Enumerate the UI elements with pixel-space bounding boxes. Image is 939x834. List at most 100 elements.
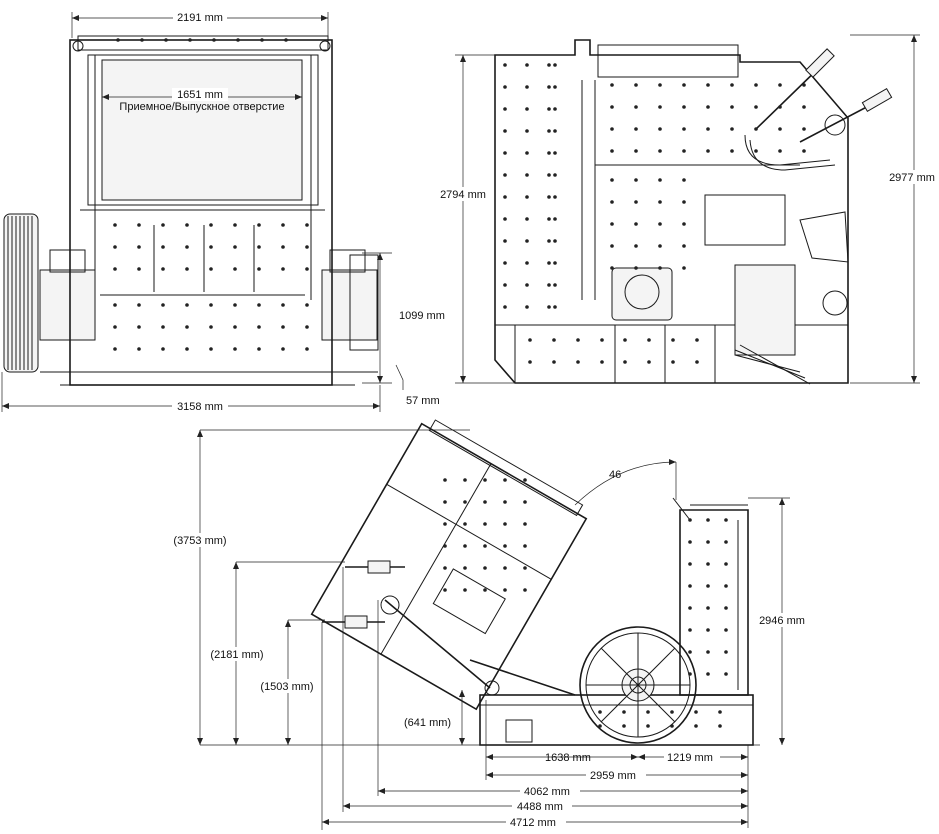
bolt: [634, 266, 638, 270]
dim-angle: 46: [609, 469, 621, 481]
bolt: [525, 107, 529, 111]
bolt: [754, 127, 758, 131]
bolt: [483, 500, 487, 504]
bolt: [576, 338, 580, 342]
bolt: [503, 588, 507, 592]
bolt: [610, 222, 614, 226]
bolt: [778, 83, 782, 87]
bolt: [443, 544, 447, 548]
bolt: [598, 724, 602, 728]
bolt: [257, 303, 261, 307]
bolt: [688, 518, 692, 522]
bolt: [161, 245, 165, 249]
bolt: [443, 500, 447, 504]
bolt: [553, 239, 557, 243]
bolt: [209, 303, 213, 307]
bolt: [185, 267, 189, 271]
side-bolt-pattern: [503, 63, 806, 364]
bolt: [463, 500, 467, 504]
bolt: [185, 347, 189, 351]
bolt: [257, 347, 261, 351]
bolt: [257, 267, 261, 271]
bolt: [525, 63, 529, 67]
bolt: [682, 83, 686, 87]
bolt: [688, 606, 692, 610]
bolt: [802, 127, 806, 131]
bolt: [503, 544, 507, 548]
bolt: [671, 360, 675, 364]
bolt: [610, 149, 614, 153]
bolt: [730, 149, 734, 153]
dim-4712: 4712 mm: [510, 817, 556, 829]
bolt: [688, 650, 692, 654]
bolt: [233, 303, 237, 307]
bolt: [483, 522, 487, 526]
bolt: [724, 540, 728, 544]
dim-4488: 4488 mm: [517, 801, 563, 813]
bolt: [113, 325, 117, 329]
bolt: [503, 478, 507, 482]
bolt: [730, 83, 734, 87]
bolt: [778, 149, 782, 153]
bolt: [233, 347, 237, 351]
bolt: [137, 325, 141, 329]
bolt: [553, 85, 557, 89]
bolt: [137, 267, 141, 271]
bolt: [706, 650, 710, 654]
bolt: [682, 105, 686, 109]
front-bolt-pattern: [113, 38, 309, 351]
bolt: [528, 360, 532, 364]
hydraulic-unit: [734, 264, 796, 356]
bolt: [658, 244, 662, 248]
bolt: [688, 584, 692, 588]
bolt: [523, 588, 527, 592]
bolt: [682, 200, 686, 204]
bolt: [724, 606, 728, 610]
dim-2181: (2181 mm): [210, 649, 263, 661]
bolt: [553, 63, 557, 67]
bolt: [553, 129, 557, 133]
bolt: [553, 217, 557, 221]
bolt: [706, 518, 710, 522]
bolt: [164, 38, 168, 42]
bolt: [718, 724, 722, 728]
bolt: [682, 127, 686, 131]
bolt: [688, 562, 692, 566]
dim-1219: 1219 mm: [667, 752, 713, 764]
bolt: [610, 266, 614, 270]
bolt: [281, 303, 285, 307]
bolt: [658, 178, 662, 182]
bolt: [688, 628, 692, 632]
dim-3158: 3158 mm: [177, 401, 223, 413]
bolt: [503, 283, 507, 287]
bolt: [443, 566, 447, 570]
bolt: [670, 724, 674, 728]
bolt: [503, 173, 507, 177]
bolt: [622, 724, 626, 728]
bolt: [688, 540, 692, 544]
bolt: [305, 223, 309, 227]
bolt: [209, 347, 213, 351]
bolt: [443, 588, 447, 592]
bolt: [576, 360, 580, 364]
bolt: [503, 239, 507, 243]
bolt: [724, 628, 728, 632]
opening-label: Приемное/Выпускное отверстие: [119, 101, 284, 113]
bolt: [463, 544, 467, 548]
bolt: [724, 518, 728, 522]
bolt: [137, 347, 141, 351]
bolt: [553, 173, 557, 177]
top-cylinders: [744, 48, 893, 171]
bolt: [185, 303, 189, 307]
bolt: [802, 149, 806, 153]
bolt: [634, 149, 638, 153]
bolt: [724, 650, 728, 654]
bolt: [525, 261, 529, 265]
bolt: [523, 478, 527, 482]
bolt: [161, 325, 165, 329]
bolt: [658, 83, 662, 87]
bolt: [503, 195, 507, 199]
bolt: [463, 478, 467, 482]
bolt: [483, 544, 487, 548]
bolt: [547, 239, 551, 243]
